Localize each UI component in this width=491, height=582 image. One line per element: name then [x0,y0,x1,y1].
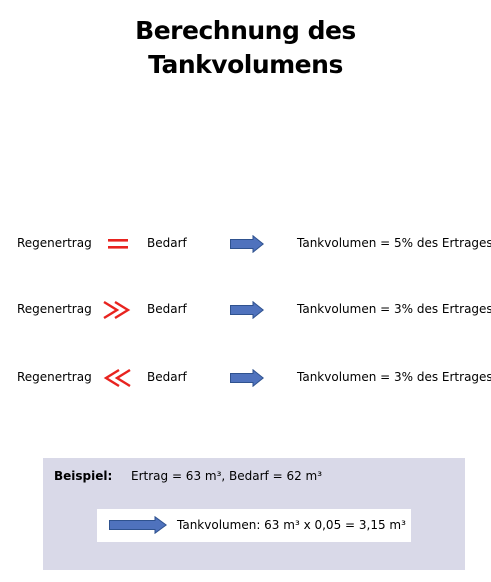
rule-row-much-greater: Regenertrag Bedarf Tankvolumen = 3% des … [0,300,491,324]
example-result-text: Tankvolumen: 63 m³ x 0,05 = 3,15 m³ [177,518,406,532]
rule-row-much-less: Regenertrag Bedarf Tankvolumen = 3% des … [0,368,491,392]
row-middle-label: Bedarf [147,370,187,384]
row-result-label: Tankvolumen = 5% des Ertrages [297,236,491,250]
row-middle-label: Bedarf [147,236,187,250]
much-greater-than-icon [103,300,131,320]
example-result-box: Tankvolumen: 63 m³ x 0,05 = 3,15 m³ [97,509,411,542]
right-arrow-icon [230,369,264,387]
row-left-label: Regenertrag [17,370,92,384]
title-line-2: Tankvolumens [148,50,343,79]
equals-sign-icon [108,239,128,249]
right-arrow-icon [230,235,264,253]
example-text: Ertrag = 63 m³, Bedarf = 62 m³ [131,469,323,483]
right-arrow-icon [230,301,264,319]
rule-row-equal: Regenertrag Bedarf Tankvolumen = 5% des … [0,234,491,258]
example-label: Beispiel: [54,469,113,483]
example-box: Beispiel: Ertrag = 63 m³, Bedarf = 62 m³… [43,458,465,570]
much-less-than-icon [103,368,131,388]
row-result-label: Tankvolumen = 3% des Ertrages [297,302,491,316]
row-middle-label: Bedarf [147,302,187,316]
row-left-label: Regenertrag [17,302,92,316]
row-result-label: Tankvolumen = 3% des Ertrages [297,370,491,384]
title-line-1: Berechnung des [135,16,356,45]
slide-title: Berechnung des Tankvolumens [0,14,491,82]
right-arrow-icon [109,516,167,534]
row-left-label: Regenertrag [17,236,92,250]
